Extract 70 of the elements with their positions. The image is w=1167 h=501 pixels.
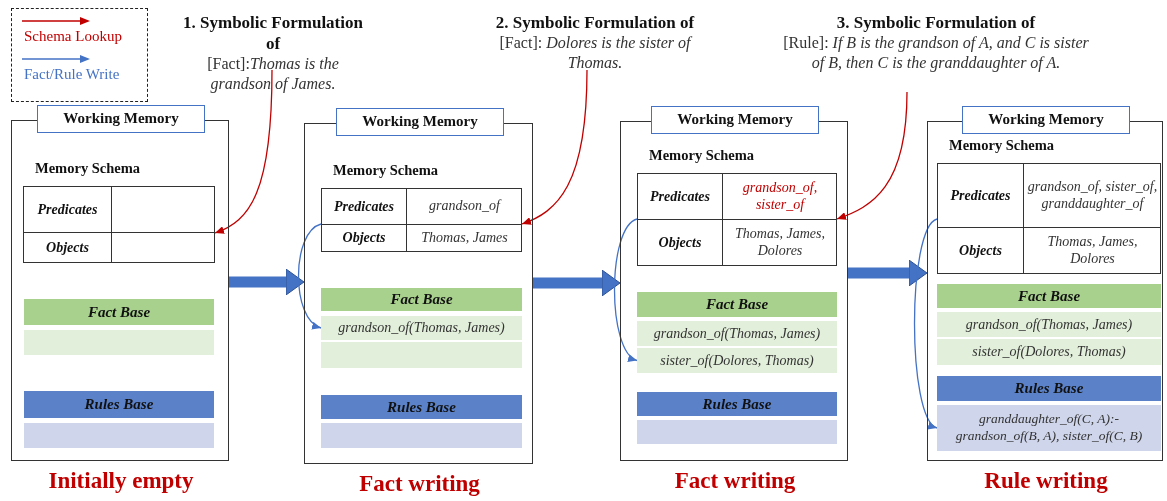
table-cell-text: Thomas, James, Dolores [734,224,826,260]
arrow [521,69,588,225]
fact-entry: sister_of(Dolores, Thomas) [637,348,837,373]
block-arrow [229,268,305,296]
table-heading: Memory Schema [35,160,141,177]
table-heading: Memory Schema [949,137,1055,154]
row-header: Objects [24,233,112,262]
rules-base-header: Rules Base [321,395,522,419]
arrow [913,218,938,429]
rules-base-header: Rules Base [637,392,837,416]
formulation-heading: 1. Symbolic Formulation of [182,12,364,54]
table-row [937,227,1161,274]
panel-title: Working Memory [336,108,504,136]
fact-entry: grandson_of(Thomas, James) [637,321,837,346]
formulation-heading: 3. Symbolic Formulation of [835,12,1037,33]
block-arrow [848,259,928,287]
panel-caption: Fact writing [673,468,797,494]
fact-base-header: Fact Base [24,299,214,325]
panel-caption: Initially empty [47,468,195,494]
table-cell-text: grandson_of, sister_of, granddaughter_of [1026,177,1159,213]
block-arrow [533,269,621,297]
panel-title: Working Memory [962,106,1130,134]
table-row [637,219,837,266]
rules-base-header: Rules Base [24,391,214,418]
panel-title: Working Memory [651,106,819,134]
table-row [321,224,522,252]
table-heading: Memory Schema [333,162,439,179]
row-header: Predicates [24,187,112,232]
fact-entry: sister_of(Dolores, Thomas) [937,339,1161,365]
table-row [637,173,837,220]
table-row [321,188,522,225]
table-cell-text: grandson_of, sister_of [741,178,819,214]
empty-rule-slot [637,420,837,444]
table-row [937,163,1161,228]
empty-fact-slot [24,330,214,355]
formulation-text: [Fact]:Thomas is the grandson of James. [206,54,340,94]
empty-rule-slot [24,423,214,448]
arrow [613,218,638,362]
panel-title: Working Memory [37,105,205,133]
rule-entry: granddaughter_of(C, A):- grandson_of(B, A), sister_of(C, B) [937,405,1161,451]
row-header: Predicates [638,174,723,219]
empty-fact-slot [321,342,522,368]
formulation-text: [Fact]: Dolores is the sister of Thomas. [498,33,694,73]
formulation-text: [Rule]: If B is the grandson of A, and C is sister of B, then C is the granddaughter of A. [782,33,1090,73]
legend-label: Schema Lookup [24,28,122,45]
fact-base-header: Fact Base [637,292,837,317]
fact-entry: grandson_of(Thomas, James) [937,312,1161,337]
row-header: Objects [938,228,1024,273]
arrow [297,223,322,329]
legend-label: Fact/Rule Write [24,66,120,83]
panel-caption: Rule writing [983,468,1109,494]
rules-base-header: Rules Base [937,376,1161,401]
table-cell-text: Thomas, James, Dolores [1046,232,1139,268]
table-row [23,232,215,263]
formulation-heading: 2. Symbolic Formulation of [494,12,696,33]
fact-base-header: Fact Base [937,284,1161,308]
row-header: Objects [638,220,723,265]
fact-base-header: Fact Base [321,288,522,311]
table-row [23,186,215,233]
table-heading: Memory Schema [649,147,755,164]
table-cell-text: grandson_of [428,197,503,216]
empty-rule-slot [321,423,522,448]
arrow [836,91,908,220]
row-header: Objects [322,225,407,251]
arrow [214,69,273,234]
panel-caption: Fact writing [358,471,481,497]
fact-entry: grandson_of(Thomas, James) [321,316,522,340]
row-header: Predicates [322,189,407,224]
row-header: Predicates [938,164,1024,227]
table-cell-text: Thomas, James [420,228,509,247]
